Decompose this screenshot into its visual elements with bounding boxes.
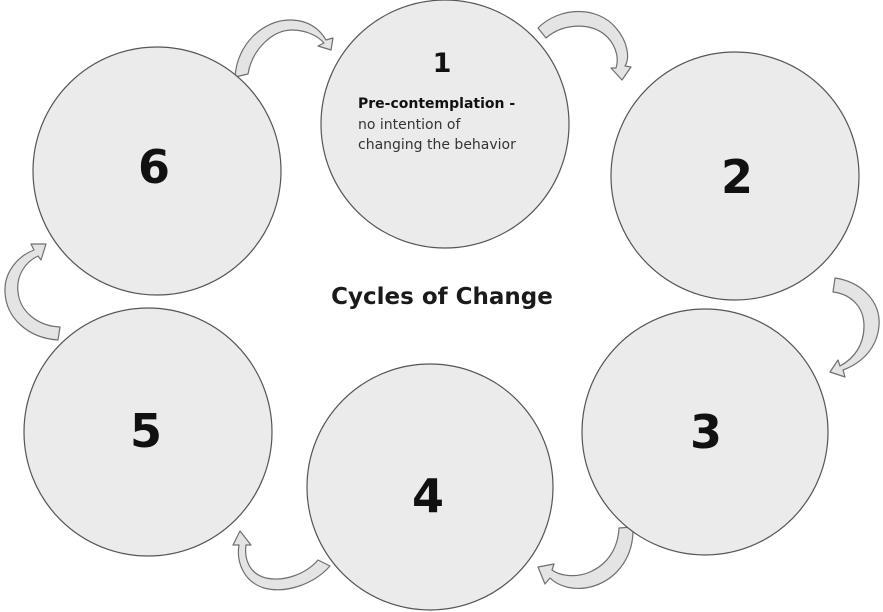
stage-4-number: 4 (412, 469, 444, 523)
curved-arrow-icon (4, 243, 61, 341)
stage-5-number: 5 (130, 404, 162, 458)
stage-circle-5: 5 (23, 307, 273, 557)
stage-2-shape (610, 51, 860, 301)
curved-arrow-icon (829, 277, 880, 378)
stage-circle-1: 1 Pre-contemplation - no intention of ch… (320, 0, 570, 249)
stage-3-number: 3 (690, 405, 722, 459)
stage-4-shape (306, 363, 554, 611)
stage-6-shape (32, 46, 282, 296)
stage-circle-3: 3 (581, 308, 829, 556)
connector-arrows (4, 10, 880, 591)
stage-circle-4: 4 (306, 363, 554, 611)
curved-arrow-icon (234, 19, 334, 78)
stage-5-shape (23, 307, 273, 557)
stage-3-shape (581, 308, 829, 556)
stage-2-number: 2 (721, 150, 753, 204)
curved-arrow-icon (537, 10, 632, 81)
stage-1-description-line-1: no intention of (358, 117, 461, 133)
curved-arrow-icon (232, 530, 331, 591)
diagram-title: Cycles of Change (331, 284, 553, 310)
stage-circle-2: 2 (610, 51, 860, 301)
stage-1-number: 1 (433, 48, 452, 79)
stage-1-shape (320, 0, 570, 249)
stage-circle-6: 6 (32, 46, 282, 296)
stage-1-label: Pre-contemplation - (358, 96, 515, 112)
stage-1-description-line-2: changing the behavior (358, 137, 516, 153)
stage-6-number: 6 (138, 140, 170, 194)
curved-arrow-icon (537, 526, 634, 590)
